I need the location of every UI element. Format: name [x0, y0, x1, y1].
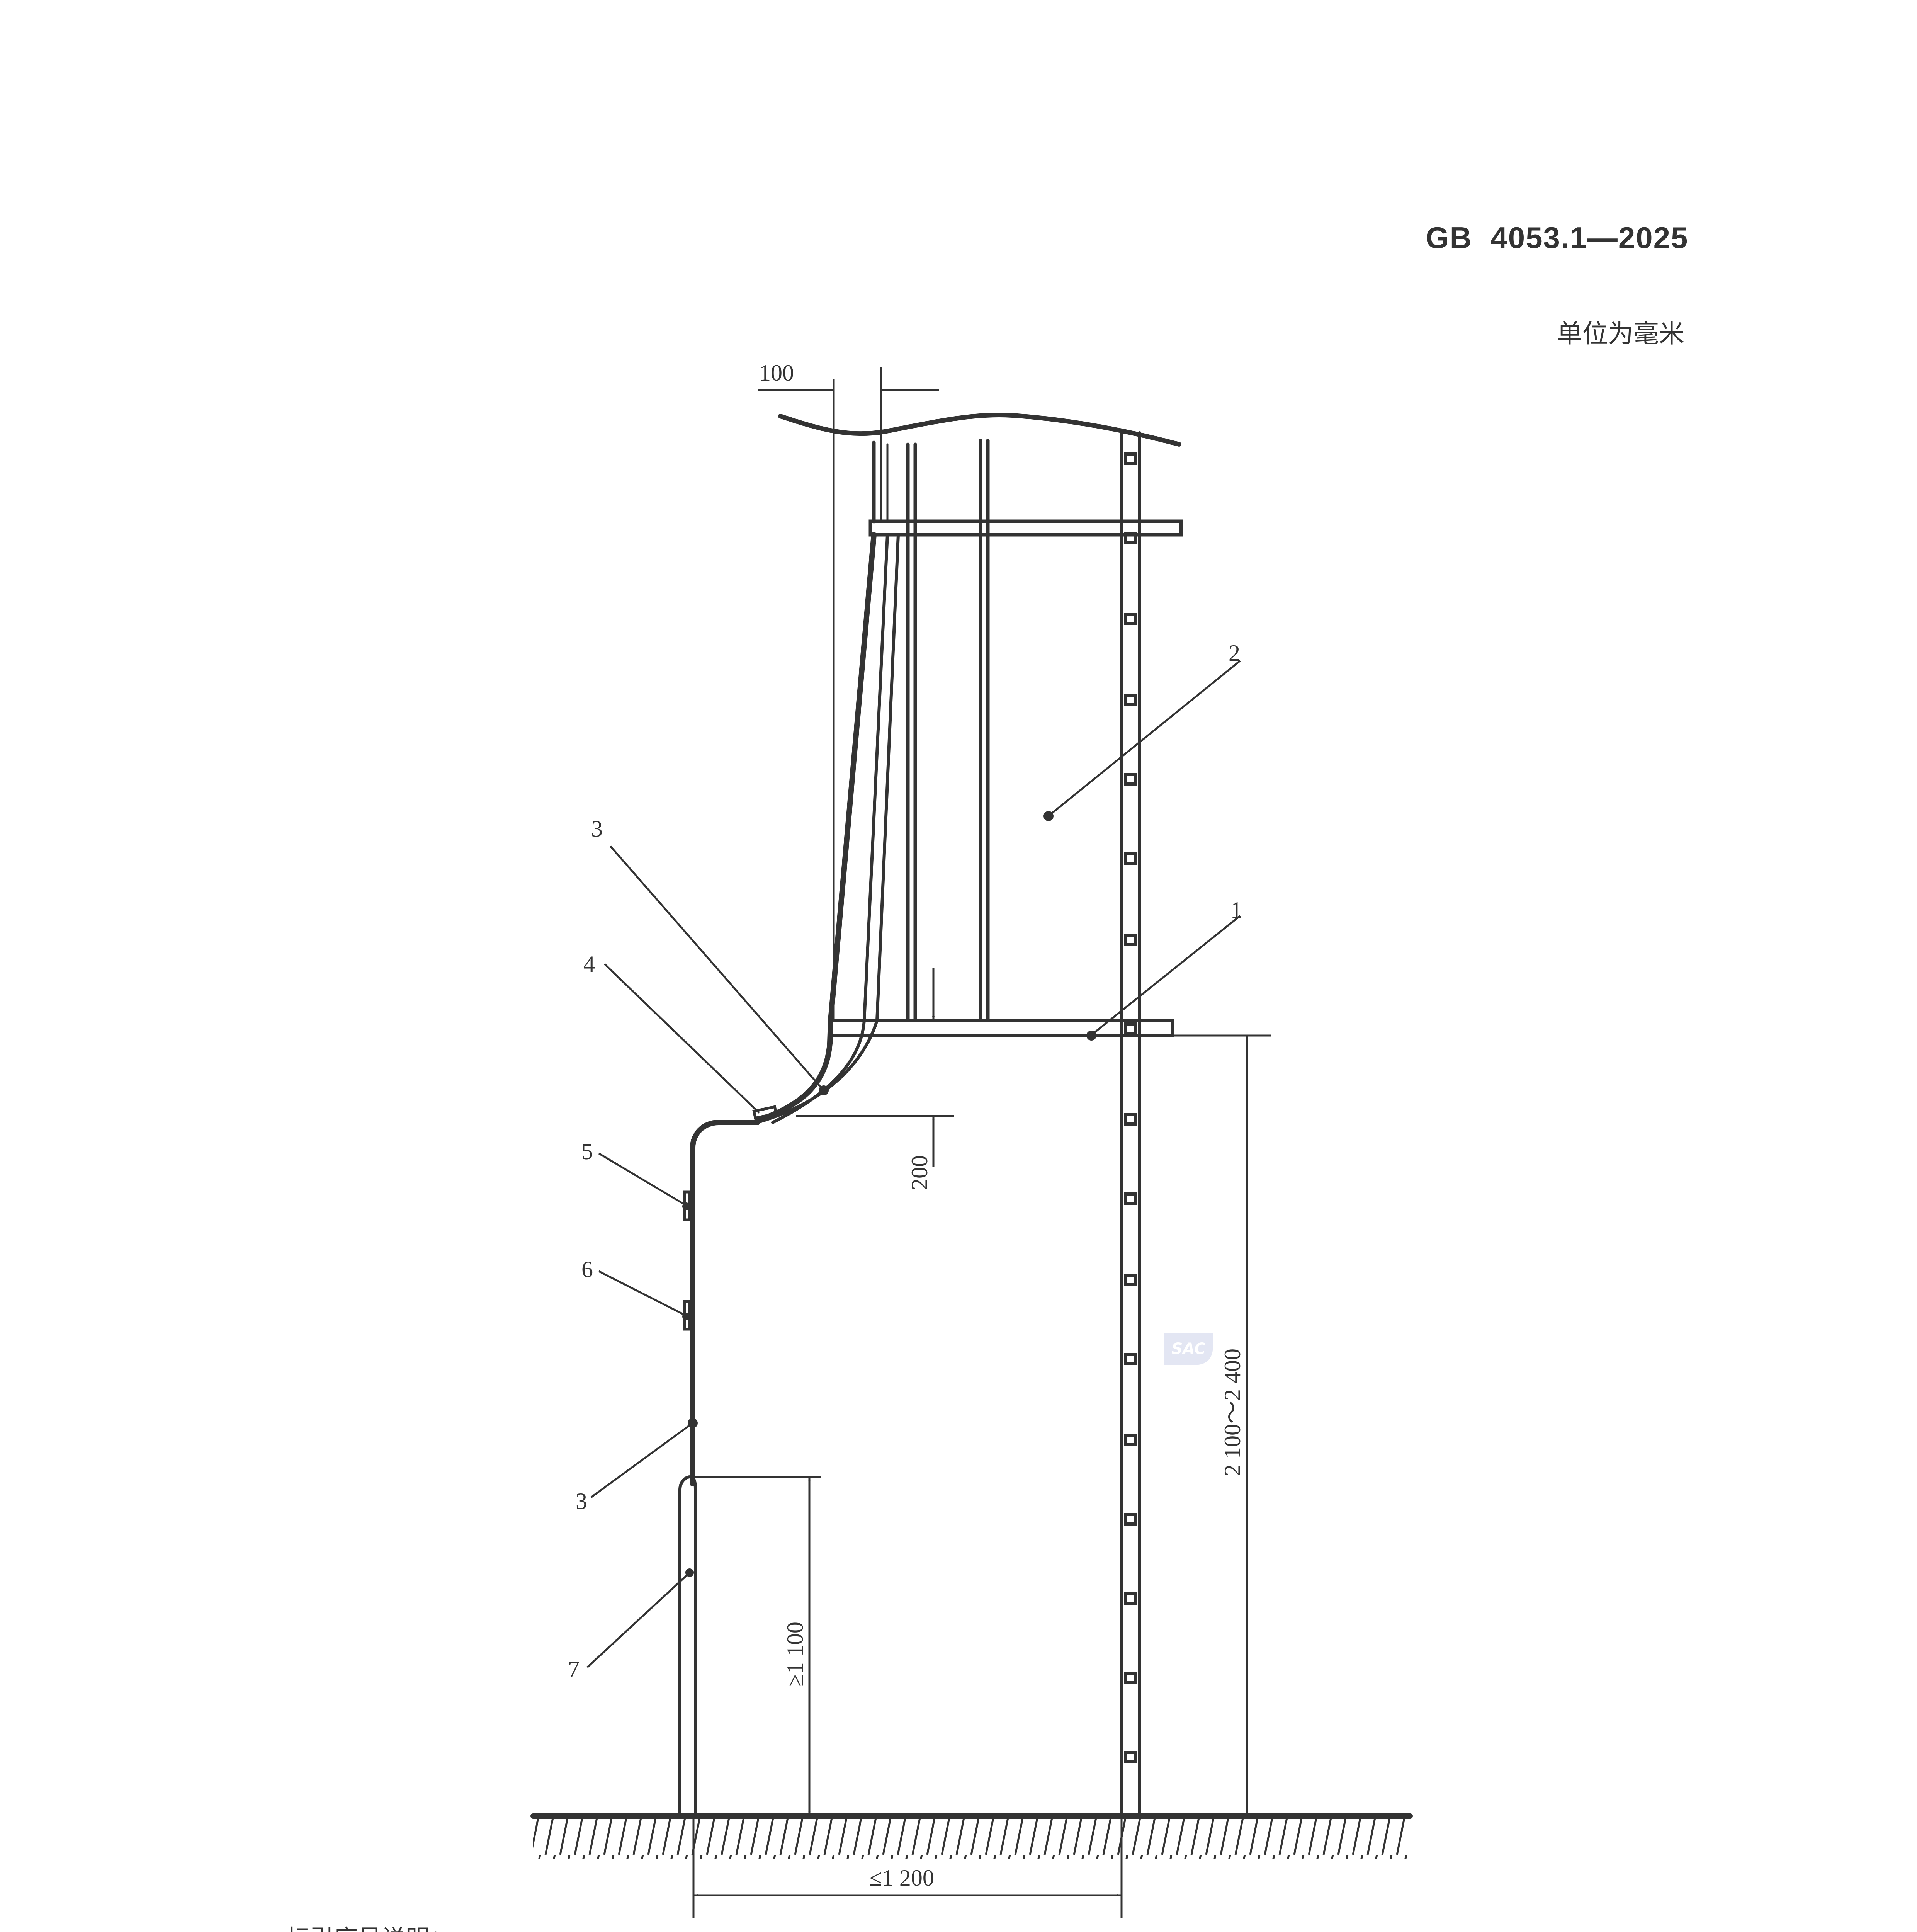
bottom-hoop	[828, 1019, 1174, 1037]
guardrail-post-7	[678, 1475, 697, 1817]
hoop-a-clamp	[752, 1105, 778, 1120]
callout-4: 4	[583, 951, 595, 977]
dim-hoop-drop: 200	[907, 1155, 932, 1190]
upper-hoop	[868, 519, 1183, 537]
callout-5: 5	[581, 1139, 593, 1164]
legend: 标引序号说明： 1——护笼底部笼箍； 4——笼箍 A； 7——防护栏杆。 2——…	[286, 1915, 1429, 1932]
standard-code: GB 4053.1—2025	[1426, 221, 1689, 255]
legend-title: 标引序号说明：	[286, 1915, 1429, 1932]
extended-bar-3	[755, 532, 877, 1123]
callout-7: 7	[568, 1656, 580, 1682]
sac-watermark-logo: SAC	[1164, 1333, 1213, 1365]
callout-3-upper: 3	[591, 816, 603, 842]
ground-hatch	[533, 1818, 1410, 1859]
callout-3-lower: 3	[576, 1488, 587, 1514]
dim-guardrail-height: ≥1 100	[782, 1622, 808, 1687]
break-line	[778, 413, 1181, 447]
ladder-rungs	[1124, 452, 1137, 1763]
callout-6: 6	[581, 1257, 593, 1282]
dim-cage-bottom-height: 2 100～2 400	[1220, 1349, 1245, 1476]
dim-horizontal-distance: ≤1 200	[869, 1865, 934, 1891]
callout-2: 2	[1229, 640, 1240, 666]
extended-upright-3-lower	[690, 1120, 760, 1486]
callout-1: 1	[1230, 897, 1242, 923]
dim-top-offset: 100	[759, 360, 794, 386]
unit-note: 单位为毫米	[1557, 319, 1684, 349]
